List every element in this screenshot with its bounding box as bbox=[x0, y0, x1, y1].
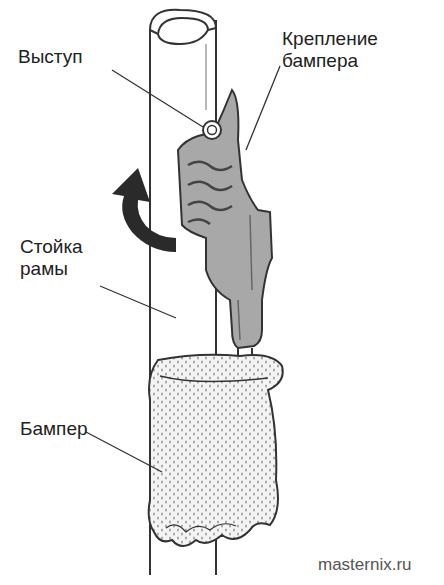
part-label: Крепление бампера bbox=[282, 28, 412, 72]
leader-lines bbox=[86, 66, 280, 472]
part-label: Бампер bbox=[20, 418, 130, 440]
part-label: Выступ bbox=[18, 46, 128, 68]
bumper bbox=[149, 355, 283, 546]
watermark: masternix.ru bbox=[318, 555, 438, 575]
part-label: Стойка рамы bbox=[20, 236, 110, 280]
bumper-mount bbox=[178, 90, 272, 362]
rotation-arrow bbox=[112, 168, 176, 252]
